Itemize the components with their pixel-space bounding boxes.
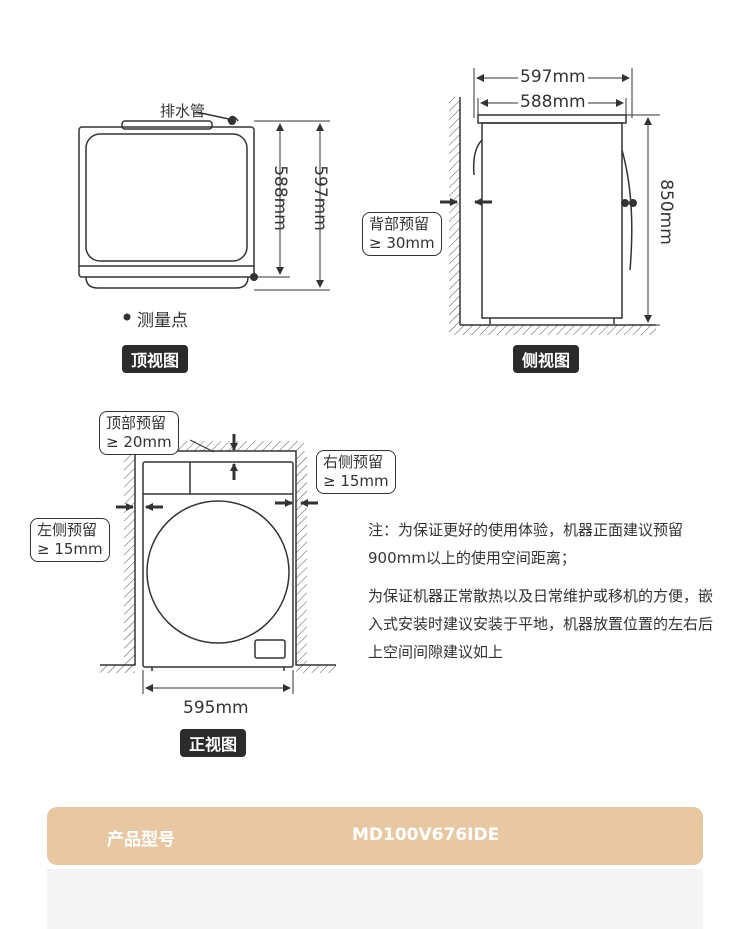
right-gap-callout: 右侧预留 ≥ 15mm	[316, 450, 396, 494]
side-view-dim-inner: 588mm	[518, 92, 588, 112]
side-view-wall	[449, 97, 656, 335]
side-view-dim-outer: 597mm	[518, 67, 588, 87]
front-view-title: 正视图	[180, 729, 247, 757]
front-view-dimensions	[142, 439, 294, 694]
legend-measure-point-icon	[123, 313, 131, 321]
top-gap-callout: 顶部预留 ≥ 20mm	[99, 411, 179, 455]
side-view-measure-point-1	[621, 199, 629, 207]
drain-pipe-label: 排水管	[160, 102, 206, 120]
side-view-dim-height: 850mm	[656, 179, 676, 245]
right-gap-title: 右侧预留	[323, 453, 384, 471]
spec-header-row: 产品型号 MD100V676IDE	[47, 807, 703, 865]
top-gap-value: ≥ 20mm	[106, 433, 172, 451]
top-view-measure-point-bottom	[250, 273, 258, 281]
front-view-dim-width: 595mm	[183, 698, 249, 718]
top-view-drawing	[78, 111, 255, 289]
left-gap-callout: 左侧预留 ≥ 15mm	[30, 518, 110, 562]
note-front-clearance: 注：为保证更好的使用体验，机器正面建议预留900mm以上的使用空间距离；	[368, 521, 684, 567]
back-gap-value: ≥ 30mm	[369, 234, 435, 252]
back-gap-title: 背部预留	[369, 215, 430, 233]
back-gap-callout: 背部预留 ≥ 30mm	[362, 212, 442, 256]
top-view-dimensions	[254, 120, 330, 291]
top-view-title: 顶视图	[122, 345, 189, 373]
spec-next-row	[47, 869, 703, 929]
side-view-drawing	[472, 114, 633, 324]
front-view-walls	[100, 441, 336, 673]
side-view-measure-point-2	[629, 199, 637, 207]
left-gap-title: 左侧预留	[37, 521, 98, 539]
spec-model-value: MD100V676IDE	[352, 825, 500, 845]
top-view-dim-inner: 588mm	[270, 165, 290, 231]
note-installation: 为保证机器正常散热以及日常维护或移机的方便，嵌入式安装时建议安装于平地，机器放置…	[368, 587, 714, 661]
top-gap-title: 顶部预留	[106, 414, 167, 432]
spec-model-label: 产品型号	[107, 830, 175, 850]
top-view-dim-outer: 597mm	[310, 165, 330, 231]
right-gap-value: ≥ 15mm	[323, 472, 389, 490]
left-gap-value: ≥ 15mm	[37, 540, 103, 558]
top-view-measure-point-top	[228, 117, 236, 125]
front-view-machine	[142, 461, 294, 671]
front-view-gap-arrows	[116, 434, 318, 511]
measure-point-legend: 测量点	[137, 311, 188, 331]
side-view-title: 侧视图	[513, 345, 580, 373]
